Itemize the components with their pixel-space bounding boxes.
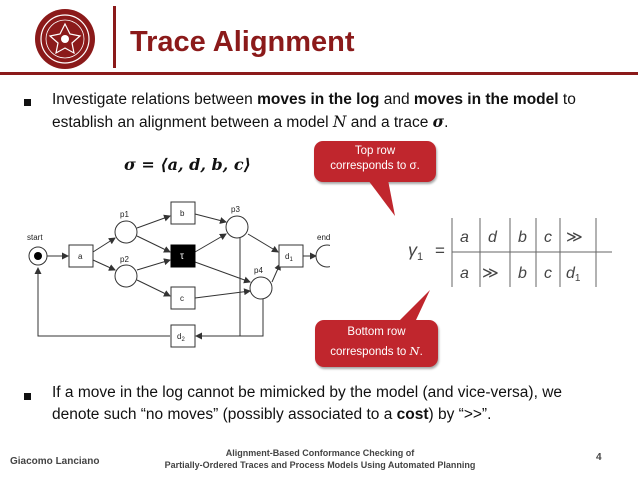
university-seal-logo [34,8,96,70]
callout-bottom-row: Bottom row corresponds to N. [315,320,438,367]
callout-bottom-line2: corresponds to N. [330,344,423,358]
bullet-marker [24,393,31,400]
alignment-table: γ1 = a d b c ≫ a ≫ b c d1 [408,218,612,287]
place-p4 [249,276,273,300]
alignment-top-cell: a [460,229,469,246]
title-divider-horizontal [0,72,638,75]
slide-title: Trace Alignment [130,26,355,58]
bullet-text-1: Investigate relations between moves in t… [52,91,576,131]
transition-c [170,286,196,310]
place-end [315,244,330,268]
callout-bottom-pointer [400,290,430,320]
alignment-top-cell: d [488,229,498,246]
callout-top-row: Top row corresponds to σ. [314,141,436,182]
footer-talk-line1: Alignment-Based Conformance Checking of [225,448,415,458]
alignment-bottom-cell: c [544,265,552,282]
page-number: 4 [596,452,602,463]
label-p1: p1 [120,210,129,219]
bullet-text-2: If a move in the log cannot be mimicked … [52,384,563,423]
label-b: b [180,209,185,218]
label-c: c [180,294,184,303]
trace-formula: σ = ⟨a, d, b, c⟩ [124,155,251,174]
alignment-bottom-cell: ≫ [482,265,499,282]
alignment-top-cell: c [544,229,552,246]
bullet-marker [24,99,31,106]
transition-a [68,244,94,268]
transition-b [170,201,196,225]
start-token [34,252,42,260]
alignment-bottom-cell: b [518,265,527,282]
alignment-bottom-cell: a [460,265,469,282]
footer-talk-line2: Partially-Ordered Traces and Process Mod… [164,460,476,470]
label-a: a [78,252,83,261]
label-end: end [317,233,330,242]
alignment-equals: = [435,241,445,260]
label-p4: p4 [254,266,263,275]
callout-top-pointer [368,180,395,216]
place-p2 [114,264,138,288]
place-p3 [225,215,249,239]
alignment-name: γ1 [408,240,423,263]
label-p3: p3 [231,205,240,214]
alignment-top-cell: b [518,229,527,246]
place-p1 [114,220,138,244]
footer-author: Giacomo Lanciano [10,456,100,467]
petri-net-diagram: start end p1 p2 p3 p4 a b τ c d1 d2 [27,201,330,348]
callout-top-line2: corresponds to σ. [330,160,420,172]
label-p2: p2 [120,255,129,264]
label-start: start [27,233,43,242]
label-d1: d1 [285,252,293,263]
title-divider-vertical [113,6,116,68]
label-d2: d2 [177,332,185,343]
transition-d2 [170,324,196,348]
alignment-bottom-cell: d1 [566,265,581,284]
label-tau: τ [180,251,184,262]
callout-bottom-line1: Bottom row [347,326,406,338]
transition-tau [170,244,196,268]
alignment-top-cell: ≫ [566,229,583,246]
transition-d1 [278,244,304,268]
footer-talk-title: Alignment-Based Conformance Checking of … [150,447,490,471]
callout-top-line1: Top row [354,145,396,157]
